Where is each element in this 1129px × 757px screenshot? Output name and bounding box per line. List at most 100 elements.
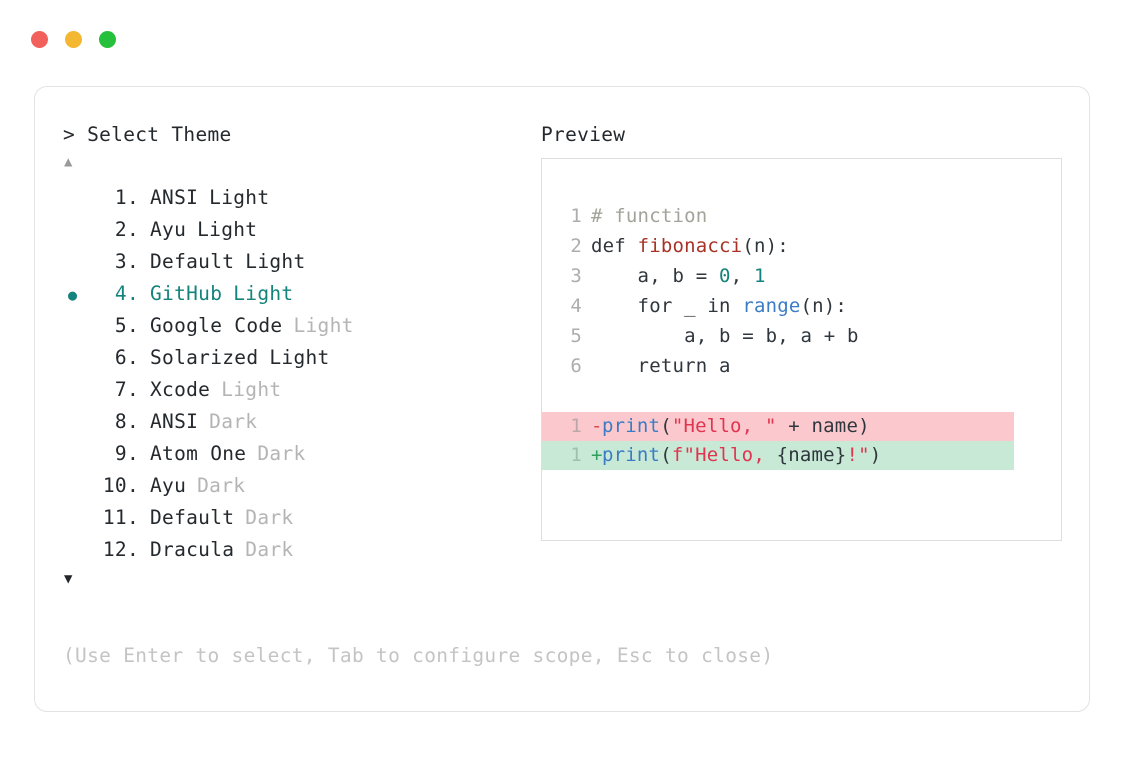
theme-list-item[interactable]: 5. Google Code Light [63,310,541,342]
window-titlebar [31,31,116,48]
theme-item-number: 12. [102,538,139,561]
code-token: print [602,415,661,437]
selection-bullet-icon [63,311,93,343]
code-line: 5 a, b = b, a + b [562,321,1061,351]
selection-bullet-icon [63,375,93,407]
minimize-window-button[interactable] [65,31,82,48]
theme-item-name: Solarized [150,346,259,369]
theme-item-variant: Light [293,314,354,337]
theme-item-name: ANSI [150,410,199,433]
code-text: for _ in range(n): [582,291,847,321]
diff-block: 1-print("Hello, " + name)1+print(f"Hello… [542,412,1061,470]
scroll-down-icon[interactable]: ▼ [64,571,73,587]
code-token: for _ in [591,295,743,317]
theme-item-variant: Dark [257,442,306,465]
theme-item-variant: Dark [245,538,294,561]
close-window-button[interactable] [31,31,48,48]
theme-item-variant: Light [269,346,330,369]
selection-bullet-icon [63,215,93,247]
diff-removed-line: 1-print("Hello, " + name) [542,412,1014,441]
line-number: 1 [570,415,582,437]
code-token: # function [591,205,708,227]
theme-list-item[interactable]: 6. Solarized Light [63,342,541,374]
theme-list-item[interactable]: 11. Default Dark [63,502,541,534]
selection-bullet-icon [63,503,93,535]
maximize-window-button[interactable] [99,31,116,48]
selection-bullet-icon [63,247,93,279]
line-number: 2 [570,235,582,257]
code-token: return a [591,355,731,377]
line-number: 3 [570,265,582,287]
theme-item-number: 1. [114,186,139,209]
line-number: 6 [570,355,582,377]
preview-title: Preview [541,123,626,146]
code-token: fibonacci [637,235,743,257]
theme-item-name: Default [150,506,235,529]
code-line: 3 a, b = 0, 1 [562,261,1061,291]
code-text: def fibonacci(n): [582,231,789,261]
theme-item-variant: Light [245,250,306,273]
code-token: ( [660,415,672,437]
diff-marker: - [591,415,603,437]
code-text: a, b = b, a + b [582,321,859,351]
theme-item-number: 2. [114,218,139,241]
theme-list-item[interactable]: 12. Dracula Dark [63,534,541,566]
line-number: 1 [570,205,582,227]
code-token: {name} [776,444,847,466]
theme-item-name: Dracula [150,538,235,561]
code-text: print(f"Hello, {name}!") [602,441,881,470]
code-text: # function [582,201,707,231]
code-token: def [591,235,638,257]
diff-marker: + [591,444,603,466]
theme-list-item[interactable]: 7. Xcode Light [63,374,541,406]
theme-item-name: Ayu [150,218,187,241]
theme-item-number: 6. [114,346,139,369]
theme-item-name: Ayu [150,474,187,497]
selection-bullet-icon [63,439,93,471]
code-token: 1 [753,265,766,287]
code-token: , [730,265,754,287]
code-token: + name) [776,415,870,437]
theme-item-number: 5. [114,314,139,337]
code-token: "Hello, " [671,415,777,437]
theme-item-number: 10. [102,474,139,497]
scroll-up-icon[interactable]: ▲ [64,154,73,170]
theme-item-variant: Dark [245,506,294,529]
selection-bullet-icon [63,471,93,503]
code-token: (n): [742,235,789,257]
theme-item-name: Xcode [150,378,211,401]
line-number: 1 [570,444,582,466]
theme-item-name: Google Code [150,314,283,337]
selection-bullet-icon [63,535,93,567]
theme-item-variant: Dark [197,474,246,497]
theme-item-variant: Light [221,378,282,401]
theme-item-variant: Light [233,282,294,305]
code-text: return a [582,351,731,381]
theme-item-number: 4. [114,282,139,305]
selection-bullet-icon [63,407,93,439]
code-token: range [742,295,801,317]
theme-list-item[interactable]: 10. Ayu Dark [63,470,541,502]
selection-bullet-icon: ● [68,286,78,304]
theme-item-number: 8. [114,410,139,433]
theme-item-number: 11. [102,506,139,529]
diff-added-line: 1 +print(f"Hello, {name}!") [542,441,1014,470]
line-number: 5 [570,325,582,347]
code-token: print [602,444,661,466]
keyboard-hint: (Use Enter to select, Tab to configure s… [63,644,774,667]
theme-item-number: 7. [114,378,139,401]
theme-item-name: Default [150,250,235,273]
theme-item-variant: Light [209,186,270,209]
code-token: ) [869,444,882,466]
theme-item-number: 9. [114,442,139,465]
